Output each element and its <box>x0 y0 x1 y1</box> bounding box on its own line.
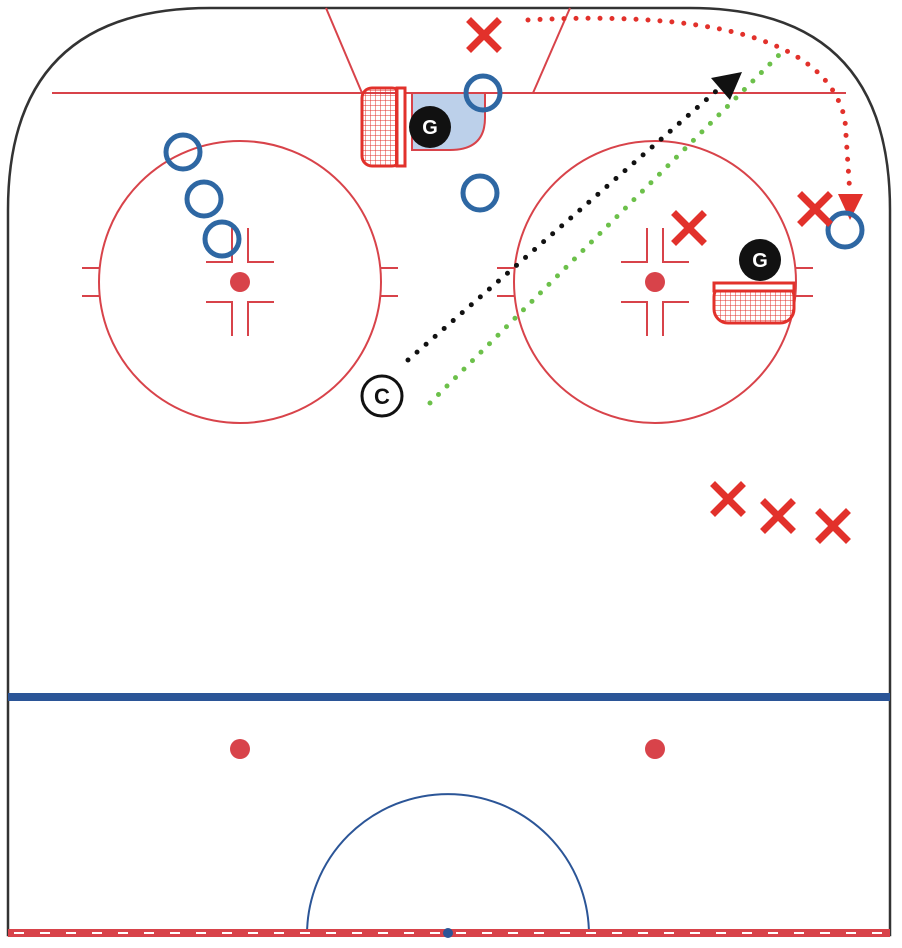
blue-ring-icon <box>163 73 865 259</box>
left-faceoff-circle <box>82 140 398 424</box>
goalie-label: G <box>422 117 438 139</box>
goalie-badge-icon: G <box>409 106 451 148</box>
hockey-net-icon <box>360 86 407 168</box>
hockey-net-icon <box>712 281 796 325</box>
trapezoid-left <box>325 7 363 94</box>
rink-boards <box>6 6 892 937</box>
red-x-icon <box>466 17 851 544</box>
center-dot <box>443 928 453 938</box>
goalie-label: G <box>752 250 768 272</box>
center-circle <box>306 793 590 936</box>
coach-label: C <box>374 384 390 409</box>
skate-path-black <box>405 83 725 363</box>
right-faceoff-dot <box>645 272 665 292</box>
arrow-head-red <box>838 194 863 220</box>
arrow-head-black <box>711 72 742 100</box>
right-faceoff-circle <box>497 140 813 424</box>
pass-path-green <box>427 49 785 406</box>
goalie-badge-icon: G <box>739 239 781 281</box>
skate-path-red <box>525 15 853 198</box>
neutral-zone-dot-right <box>645 739 665 759</box>
coach-badge-icon: C <box>360 374 404 418</box>
neutral-zone-dot-left <box>230 739 250 759</box>
left-faceoff-dot <box>230 272 250 292</box>
trapezoid-right <box>532 7 571 94</box>
